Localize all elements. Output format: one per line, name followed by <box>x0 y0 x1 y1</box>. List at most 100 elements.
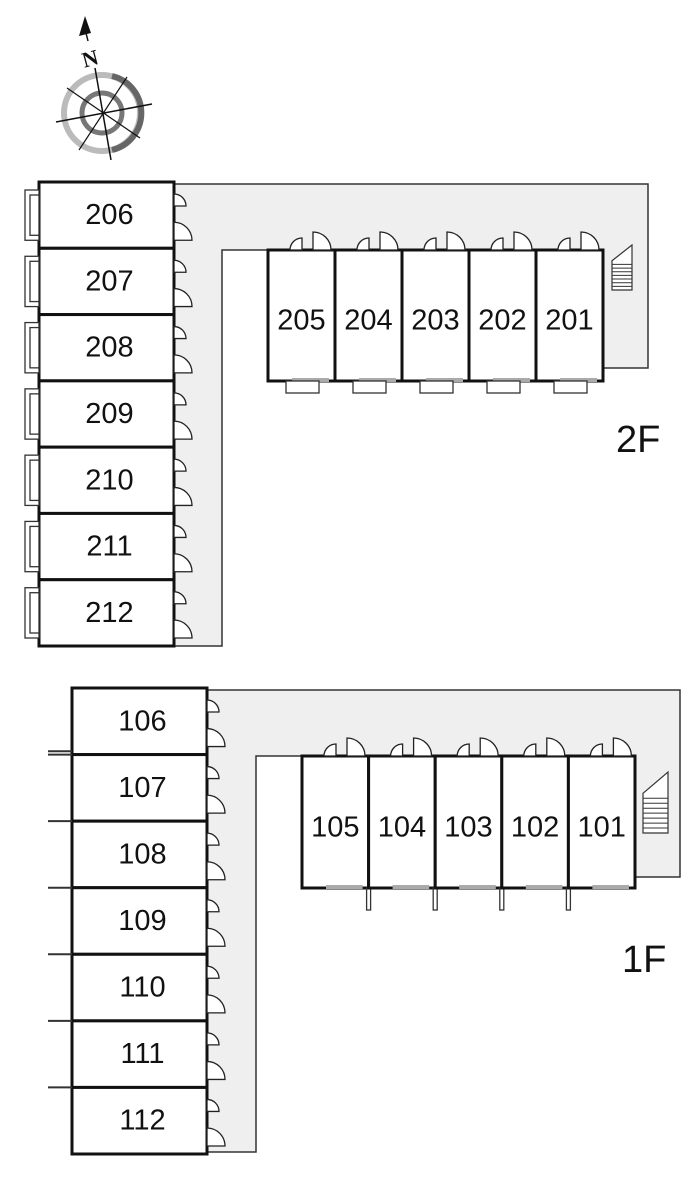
door-icon <box>523 743 537 757</box>
door-icon <box>206 765 220 780</box>
unit-110[interactable]: 110 <box>48 952 226 1023</box>
unit-207[interactable]: 207 <box>24 246 193 317</box>
door-icon <box>173 619 193 639</box>
window <box>493 378 530 382</box>
unit-105[interactable]: 105 <box>300 737 372 911</box>
unit-205[interactable]: 205 <box>266 231 337 394</box>
door-icon <box>557 237 571 251</box>
door-icon <box>546 737 566 757</box>
unit-208[interactable]: 208 <box>24 313 193 383</box>
door-icon <box>312 231 332 251</box>
compass-inner-ring <box>79 90 125 136</box>
window <box>560 378 597 382</box>
door-icon <box>323 743 337 757</box>
window <box>29 592 40 634</box>
unit-number: 203 <box>411 305 459 337</box>
floor-label: 2F <box>616 419 660 461</box>
unit-number: 103 <box>444 811 492 843</box>
unit-number: 111 <box>120 1038 164 1070</box>
door-icon <box>173 354 193 374</box>
door-icon <box>206 1032 220 1046</box>
unit-212[interactable]: 212 <box>24 578 193 648</box>
unit-211[interactable]: 211 <box>24 511 193 582</box>
door-icon <box>206 832 220 846</box>
unit-108[interactable]: 108 <box>48 819 226 890</box>
unit-number: 101 <box>578 811 626 843</box>
unit-210[interactable]: 210 <box>24 445 193 515</box>
unit-number: 204 <box>344 305 392 337</box>
unit-206[interactable]: 206 <box>24 180 193 250</box>
door-icon <box>173 325 187 340</box>
unit-number: 211 <box>86 531 132 563</box>
window <box>359 378 396 382</box>
balcony <box>553 380 588 394</box>
balcony <box>285 380 320 394</box>
unit-number: 209 <box>85 398 133 430</box>
door-icon <box>206 861 226 881</box>
unit-106[interactable]: 106 <box>48 686 226 757</box>
door-icon <box>379 231 399 251</box>
unit-number: 205 <box>277 305 325 337</box>
window <box>29 525 40 568</box>
door-icon <box>173 458 187 472</box>
door-icon <box>612 737 633 757</box>
compass: N <box>55 16 153 161</box>
door-icon <box>173 193 187 207</box>
door-icon <box>580 231 600 251</box>
door-icon <box>479 737 499 757</box>
unit-201[interactable]: 201 <box>534 231 605 394</box>
door-icon <box>356 237 370 251</box>
floor-label: 1F <box>622 939 666 981</box>
door-icon <box>173 392 187 406</box>
balcony <box>352 380 387 394</box>
door-icon <box>346 737 366 757</box>
door-icon <box>173 553 193 573</box>
door-icon <box>412 737 433 757</box>
stairs-icon <box>611 243 633 291</box>
door-icon <box>513 231 533 251</box>
door-icon <box>206 1127 226 1147</box>
unit-number: 201 <box>545 305 593 337</box>
door-icon <box>289 237 303 251</box>
unit-number: 109 <box>118 905 166 937</box>
unit-107[interactable]: 107 <box>48 753 226 823</box>
window <box>459 885 496 889</box>
door-icon <box>206 965 220 979</box>
door-icon <box>206 1098 220 1113</box>
balcony-wall <box>432 887 438 911</box>
unit-102[interactable]: 102 <box>500 737 572 911</box>
door-icon <box>206 994 226 1014</box>
balcony <box>419 380 454 394</box>
window <box>29 459 40 502</box>
door-icon <box>589 743 604 757</box>
unit-number: 105 <box>311 811 359 843</box>
unit-104[interactable]: 104 <box>367 737 438 911</box>
balcony <box>486 380 521 394</box>
unit-number: 107 <box>118 772 166 804</box>
door-icon <box>206 794 226 814</box>
unit-209[interactable]: 209 <box>24 379 193 449</box>
unit-number: 110 <box>119 972 165 1004</box>
door-icon <box>173 486 193 507</box>
unit-112[interactable]: 112 <box>48 1085 226 1156</box>
unit-101[interactable]: 101 <box>566 737 637 890</box>
window <box>592 885 629 889</box>
unit-number: 102 <box>511 811 559 843</box>
unit-109[interactable]: 109 <box>48 886 226 956</box>
window <box>392 885 430 889</box>
window <box>326 885 363 889</box>
unit-number: 210 <box>85 464 133 496</box>
door-icon <box>173 591 187 605</box>
unit-203[interactable]: 203 <box>400 231 471 394</box>
unit-number: 202 <box>478 305 526 337</box>
window <box>426 378 463 382</box>
balcony-wall <box>565 887 572 911</box>
unit-111[interactable]: 111 <box>48 1019 226 1089</box>
unit-number: 208 <box>85 332 133 364</box>
unit-204[interactable]: 204 <box>333 231 404 394</box>
unit-202[interactable]: 202 <box>467 231 538 394</box>
door-icon <box>173 259 187 273</box>
unit-103[interactable]: 103 <box>433 737 505 911</box>
